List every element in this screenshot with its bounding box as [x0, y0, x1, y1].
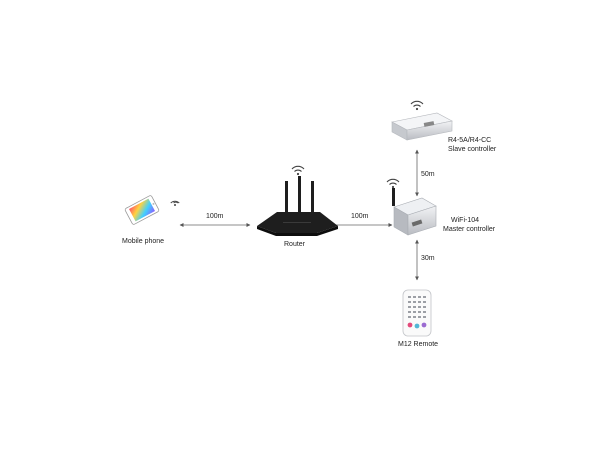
distance-router-master: 100m	[351, 213, 369, 220]
master-controller-role: Master controller	[443, 226, 496, 233]
master-controller-model: WiFi-104	[451, 217, 480, 224]
router-label: Router	[284, 241, 306, 248]
master-controller-label: WiFi-104 Master controller	[443, 216, 495, 234]
slave-controller-model: R4-5A/R4-CC	[448, 137, 492, 144]
router-icon	[257, 176, 338, 236]
wifi-icon	[386, 178, 400, 189]
remote-control-icon	[402, 289, 432, 337]
master-controller-icon	[392, 188, 437, 236]
distance-phone-router: 100m	[206, 213, 224, 220]
distance-slave-master: 50m	[421, 171, 435, 178]
slave-controller-icon	[391, 112, 453, 141]
mobile-phone-icon	[124, 195, 160, 225]
mobile-phone-label: Mobile phone	[122, 238, 165, 245]
wifi-icon	[410, 100, 424, 111]
distance-master-remote: 30m	[421, 255, 435, 262]
slave-controller-role: Slave controller	[448, 146, 497, 153]
remote-label: M12 Remote	[398, 341, 439, 348]
wifi-icon	[291, 165, 305, 176]
slave-controller-label: R4-5A/R4-CC Slave controller	[448, 136, 496, 154]
wifi-icon	[170, 200, 180, 206]
